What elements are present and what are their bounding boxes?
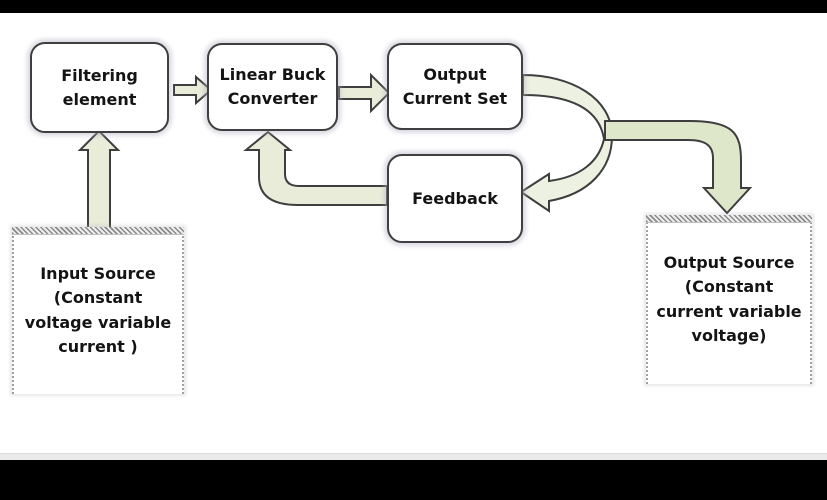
output-source-label: Output Source xyxy=(663,252,795,272)
linear-buck-converter-label: Converter xyxy=(227,89,318,108)
linear-buck-converter-box: Linear Buck Converter xyxy=(207,43,338,131)
bottom-gray-strip xyxy=(0,453,827,460)
output-current-set-box: Output Current Set xyxy=(387,43,523,130)
input-source-label: Input Source xyxy=(40,263,156,283)
input-source-label: (Constant xyxy=(53,288,143,307)
output-source-hatch-border xyxy=(646,215,812,223)
arrow-currentset-to-feedback-icon xyxy=(519,73,614,213)
filtering-element-label: Filtering xyxy=(61,65,138,85)
arrow-feedback-to-converter-icon xyxy=(243,130,388,206)
input-source-label: voltage variable xyxy=(24,312,172,332)
output-source-box: Output Source (Constant current variable… xyxy=(646,215,812,384)
output-source-label: current variable xyxy=(656,301,802,321)
feedback-box: Feedback xyxy=(387,154,523,243)
linear-buck-converter-label: Linear Buck xyxy=(219,65,326,84)
filtering-element-label: element xyxy=(62,89,137,109)
input-source-label: current ) xyxy=(58,337,138,356)
filtering-element-box: Filtering element xyxy=(30,42,169,133)
output-source-label: (Constant xyxy=(684,277,774,296)
arrow-converter-to-currentset-icon xyxy=(338,72,391,114)
arrow-junction-to-output-icon xyxy=(604,120,753,215)
input-source-box: Input Source (Constant voltage variable … xyxy=(12,227,184,394)
output-current-set-label: Current Set xyxy=(402,88,508,108)
input-source-hatch-border xyxy=(12,227,184,235)
output-source-label: voltage) xyxy=(691,326,767,345)
arrow-filtering-to-converter-icon xyxy=(173,74,213,106)
arrow-input-to-filtering-icon xyxy=(77,129,121,235)
output-current-set-label: Output xyxy=(423,64,487,84)
feedback-label: Feedback xyxy=(412,188,498,208)
